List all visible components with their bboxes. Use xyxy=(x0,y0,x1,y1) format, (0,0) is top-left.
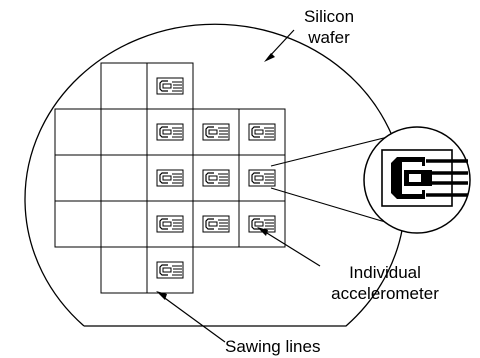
die-cell xyxy=(146,246,194,294)
proof-mass-icon xyxy=(391,157,425,199)
magnified-lead-traces xyxy=(426,159,468,197)
die-cell xyxy=(100,154,148,202)
die-cell xyxy=(54,154,102,202)
accelerometer-chip-icon xyxy=(202,169,230,187)
individual-accelerometer-label-line2: accelerometer xyxy=(331,284,439,303)
sawing-lines-label-text: Sawing lines xyxy=(225,337,321,356)
accelerometer-arrow xyxy=(257,227,321,267)
die-cell xyxy=(100,62,148,110)
accelerometer-chip-icon xyxy=(202,215,230,233)
magnified-beam-hole xyxy=(409,174,421,182)
sawing-lines-label: Sawing lines xyxy=(225,336,355,357)
sawing-arrow xyxy=(156,291,226,343)
wafer-arrow xyxy=(264,29,295,62)
silicon-wafer-label: Silicon wafer xyxy=(284,6,374,48)
accelerometer-chip-icon xyxy=(156,215,184,233)
accelerometer-chip-icon xyxy=(248,215,276,233)
silicon-wafer-label-line2: wafer xyxy=(308,28,350,47)
accelerometer-chip-icon xyxy=(156,169,184,187)
die-cell xyxy=(238,200,286,248)
die-cell xyxy=(54,200,102,248)
silicon-wafer-label-line1: Silicon xyxy=(303,7,355,26)
die-cell xyxy=(100,246,148,294)
accelerometer-chip-icon xyxy=(248,169,276,187)
accelerometer-chip-icon xyxy=(248,123,276,141)
accelerometer-chip-icon xyxy=(156,77,184,95)
individual-accelerometer-label-line1: Individual xyxy=(349,263,421,282)
die-cell xyxy=(100,200,148,248)
magnified-accelerometer xyxy=(363,126,471,234)
die-cell xyxy=(100,108,148,156)
accelerometer-chip-icon xyxy=(202,123,230,141)
individual-accelerometer-label: Individual accelerometer xyxy=(300,262,470,304)
accelerometer-chip-icon xyxy=(156,123,184,141)
accelerometer-chip-icon xyxy=(156,261,184,279)
die-grid xyxy=(54,62,286,294)
die-cell xyxy=(54,108,102,156)
magnified-chip-frame xyxy=(381,149,453,207)
